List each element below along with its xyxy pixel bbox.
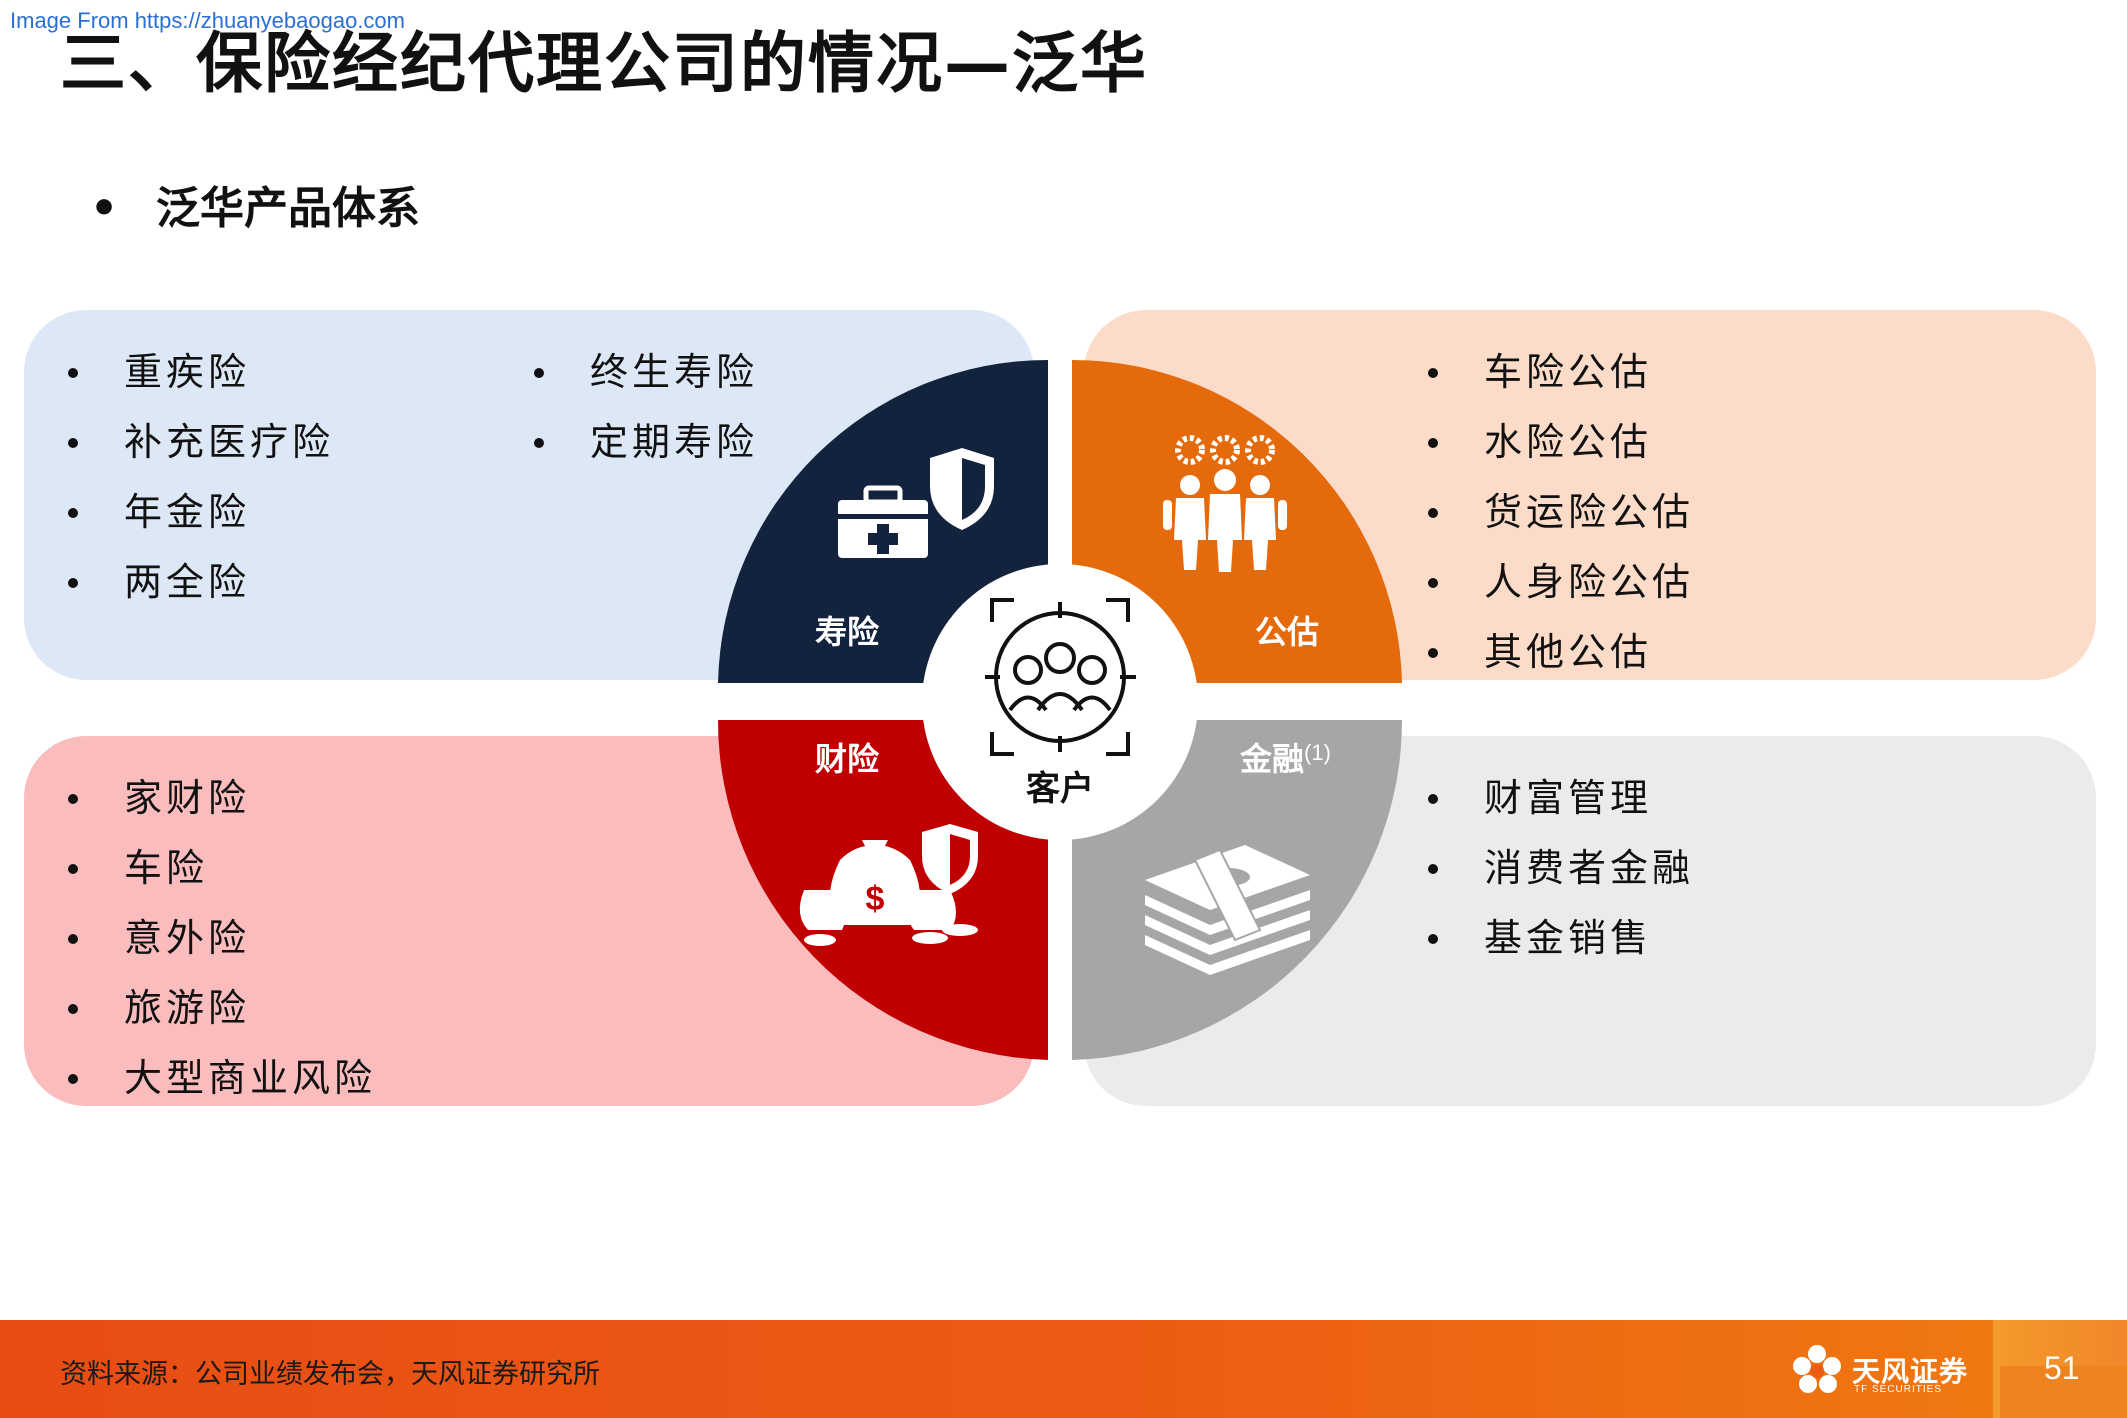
list-item: 水险公估	[1427, 407, 1694, 477]
list-item: 家财险	[67, 763, 376, 833]
section-subtitle: • 泛华产品体系	[90, 172, 420, 236]
list-item: 财富管理	[1427, 763, 1694, 833]
list-item: 其他公估	[1427, 617, 1694, 687]
list-item: 两全险	[67, 547, 334, 617]
list-item: 意外险	[67, 903, 376, 973]
finance-services-list: 财富管理 消费者金融 基金销售	[1427, 763, 1694, 973]
cash-stack-icon	[1145, 845, 1310, 975]
page-number: 51	[2044, 1350, 2080, 1386]
list-item: 定期寿险	[533, 407, 758, 477]
team-gears-icon	[1163, 435, 1287, 572]
product-wheel: 客户 寿险 公估 财险 金融(1) $	[717, 359, 1402, 1060]
center-circle	[922, 564, 1198, 840]
list-item: 车险	[67, 833, 376, 903]
assessment-services-list: 车险公估 水险公估 货运险公估 人身险公估 其他公估	[1427, 337, 1694, 687]
subtitle-bullet: •	[90, 183, 119, 234]
list-item: 年金险	[67, 477, 334, 547]
list-item: 终生寿险	[533, 337, 758, 407]
list-item: 人身险公估	[1427, 547, 1694, 617]
page-number-accent	[2000, 1366, 2127, 1418]
footer-bar	[0, 1320, 2127, 1418]
list-item: 重疾险	[67, 337, 334, 407]
logo-subtext: TF SECURITIES	[1854, 1384, 1943, 1395]
list-item: 旅游险	[67, 973, 376, 1043]
list-item: 消费者金融	[1427, 833, 1694, 903]
life-products-list-2: 终生寿险 定期寿险	[533, 337, 758, 477]
logo-text: 天风证券	[1852, 1355, 1969, 1388]
source-note: 资料来源：公司业绩发布会，天风证券研究所	[60, 1359, 600, 1390]
list-item: 基金销售	[1427, 903, 1694, 973]
life-products-list-1: 重疾险 补充医疗险 年金险 两全险	[67, 337, 334, 617]
svg-text:$: $	[866, 880, 885, 918]
list-item: 大型商业风险	[67, 1043, 376, 1113]
customer-target-icon	[985, 598, 1136, 756]
center-label: 客户	[1026, 769, 1094, 809]
medical-kit-shield-icon	[838, 448, 994, 558]
property-casualty-list: 家财险 车险 意外险 旅游险 大型商业风险	[67, 763, 376, 1113]
money-bags-shield-icon: $	[799, 824, 978, 946]
pc-label: 财险	[815, 740, 880, 778]
tf-logo-icon	[1793, 1345, 1841, 1393]
watermark: Image From https://zhuanyebaogao.com	[10, 8, 405, 33]
list-item: 货运险公估	[1427, 477, 1694, 547]
page-title: 三、保险经纪代理公司的情况—泛华	[60, 25, 1148, 102]
assessment-label: 公估	[1255, 613, 1319, 651]
subtitle-text: 泛华产品体系	[156, 183, 420, 234]
finance-label: 金融(1)	[1239, 740, 1331, 778]
list-item: 车险公估	[1427, 337, 1694, 407]
list-item: 补充医疗险	[67, 407, 334, 477]
life-label: 寿险	[815, 613, 880, 651]
